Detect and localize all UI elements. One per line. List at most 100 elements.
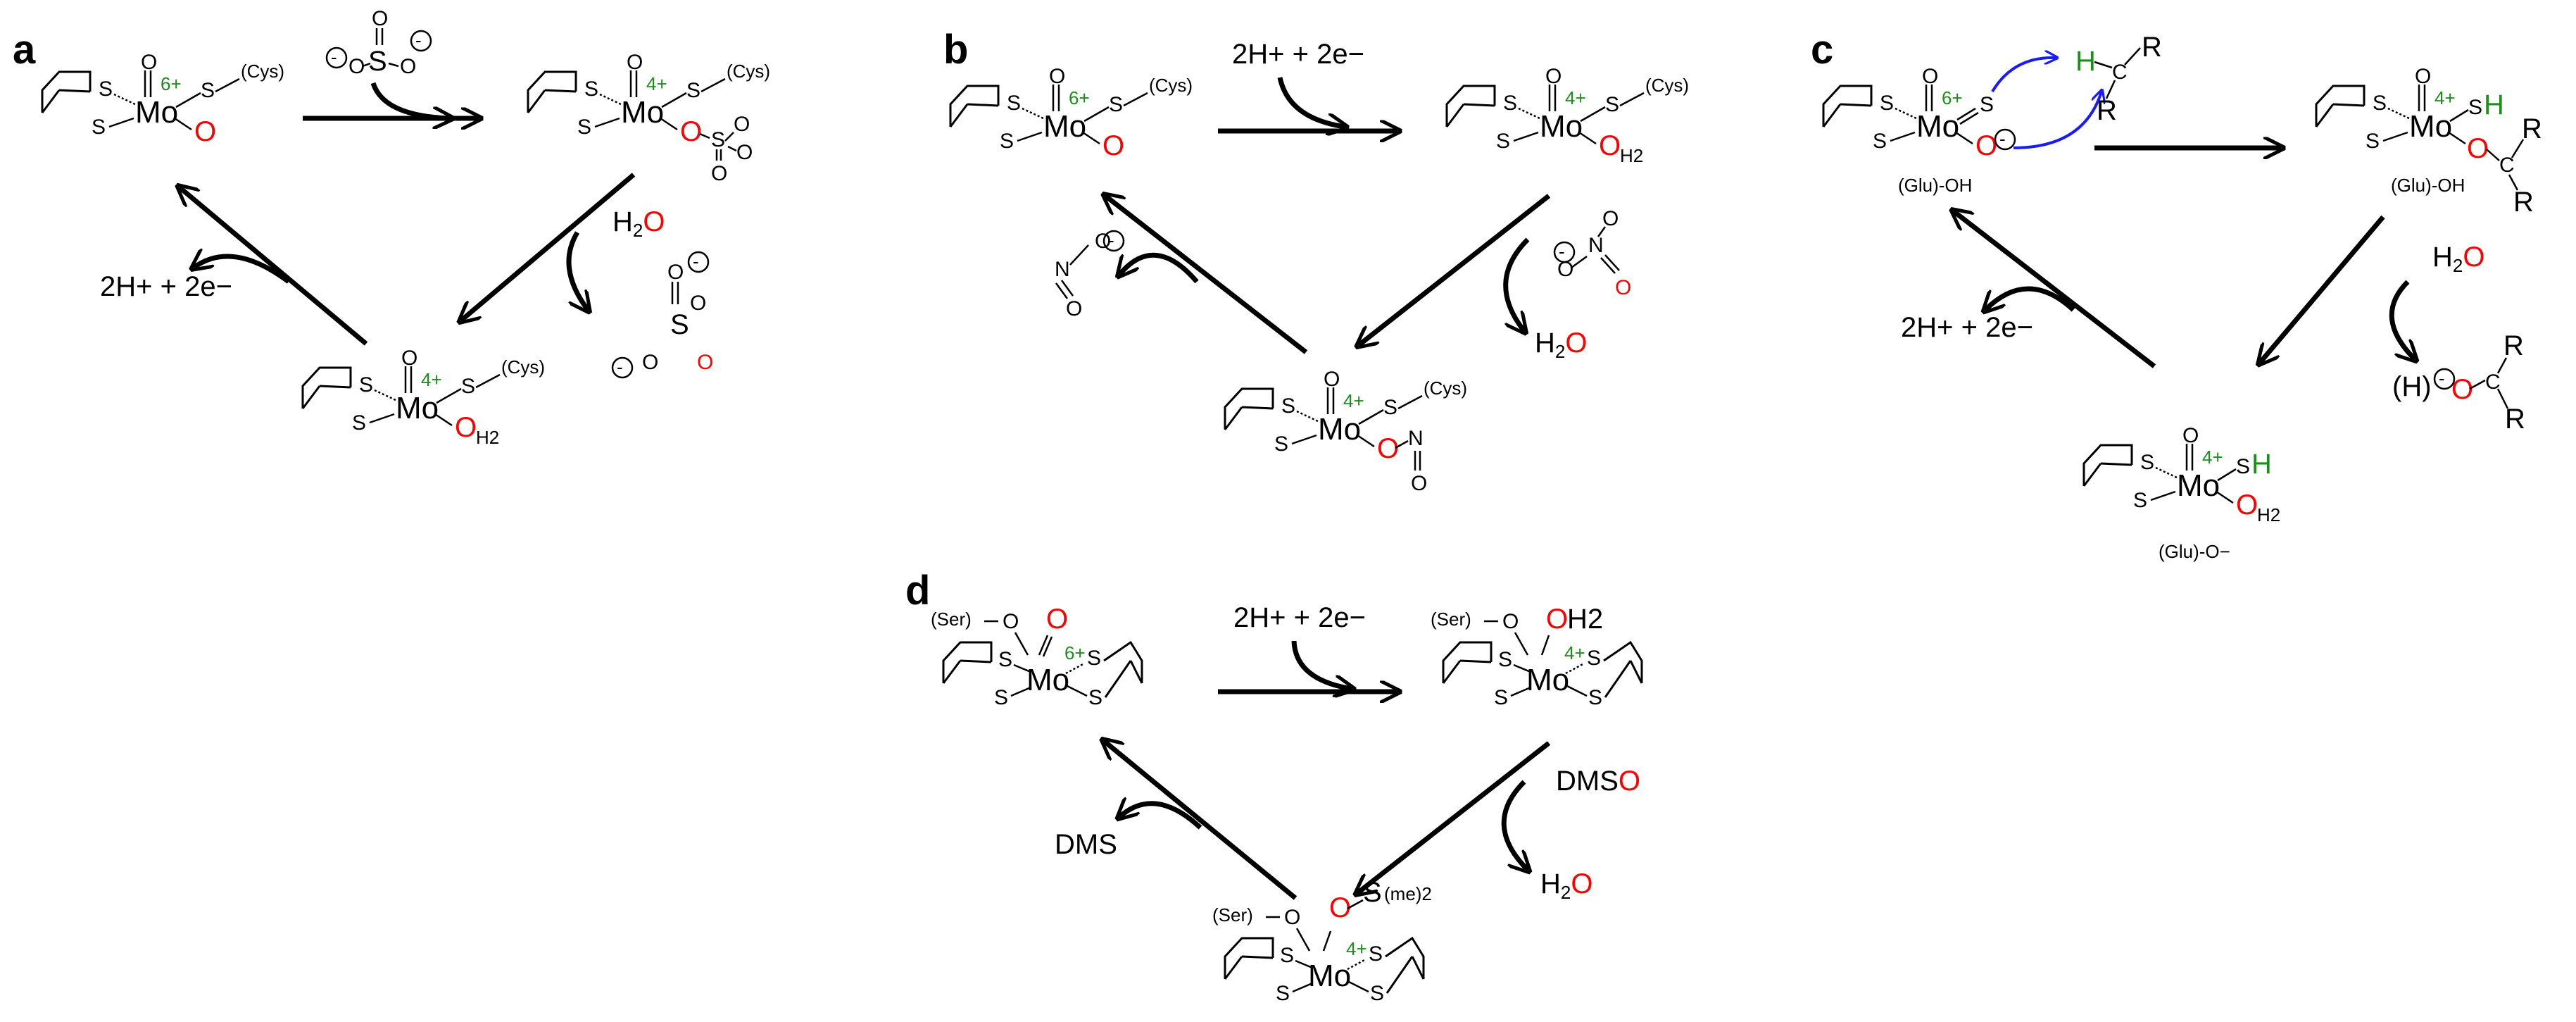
cys-label: (Cys) bbox=[1149, 75, 1193, 96]
cys-sulfur: S bbox=[686, 79, 700, 102]
water-oxygen: O bbox=[1546, 604, 1568, 635]
complex-c1: S S Mo 6+ O S O - (Glu)-OH bbox=[1822, 65, 2016, 196]
panel-a: a S S Mo 6+ O S (Cys) O - O S O bbox=[13, 7, 770, 448]
molybdenum: Mo bbox=[396, 391, 439, 425]
oxidation-state: 4+ bbox=[1564, 642, 1585, 663]
water: H2O bbox=[1535, 328, 1587, 362]
oxygen: O bbox=[2467, 133, 2489, 164]
curved-arrow bbox=[1503, 237, 1530, 331]
sulfur-2: S bbox=[1494, 686, 1508, 709]
sulfate-sulfur: S bbox=[711, 128, 725, 151]
curved-arrow bbox=[566, 231, 588, 310]
oxygen: O bbox=[1975, 130, 1997, 161]
charge: - bbox=[331, 46, 337, 68]
sulfur-1: S bbox=[1498, 648, 1512, 671]
oxo-oxygen: O bbox=[2415, 65, 2431, 88]
sulfur-4: S bbox=[1370, 982, 1384, 1005]
oxidation-state: 4+ bbox=[1565, 87, 1586, 108]
charge: - bbox=[415, 30, 422, 51]
molybdenum: Mo bbox=[2177, 468, 2220, 503]
carbon: C bbox=[2112, 61, 2128, 84]
sulfur-2: S bbox=[1274, 432, 1288, 456]
methyl-groups: (me)2 bbox=[1384, 883, 1432, 904]
oxygen: O bbox=[372, 7, 388, 30]
oxygen: O bbox=[690, 292, 706, 315]
nitrogen: N bbox=[1588, 234, 1604, 257]
sulfate-oxygen: O bbox=[711, 162, 727, 185]
sulfur-1: S bbox=[1007, 92, 1021, 115]
glu-label: (Glu)-O− bbox=[2159, 541, 2230, 562]
molybdenum: Mo bbox=[1026, 663, 1069, 697]
sulfur: S bbox=[670, 309, 689, 340]
reaction-arrow bbox=[180, 187, 368, 346]
curved-arrow bbox=[370, 82, 451, 118]
sulfate-oxygen: O bbox=[736, 141, 753, 164]
sulfur-1: S bbox=[1880, 92, 1894, 115]
oxygen: O bbox=[697, 351, 713, 374]
nitrogen: N bbox=[1055, 258, 1070, 281]
complex-d3: (Ser) O O S (me)2 S S Mo 4+ S S bbox=[1212, 877, 1432, 1005]
reaction-arrow bbox=[1105, 196, 1308, 354]
sulfur-2: S bbox=[352, 411, 366, 435]
hydrogen: H bbox=[2251, 449, 2272, 480]
molybdenum: Mo bbox=[1526, 663, 1569, 697]
oxygen: O bbox=[348, 55, 365, 78]
nitrite: - O N O bbox=[1055, 230, 1125, 320]
sulfur-1: S bbox=[2373, 92, 2387, 115]
oxidation-state: 6+ bbox=[1942, 87, 1963, 108]
protons-electrons: 2H+ + 2e− bbox=[100, 271, 232, 302]
panel-d: d (Ser) O O S S Mo 6+ S S 2H+ + 2e− bbox=[905, 568, 1643, 1005]
curved-arrow bbox=[1277, 77, 1345, 127]
ser-oxygen: O bbox=[1502, 610, 1519, 633]
charge: - bbox=[2439, 368, 2445, 389]
oxo-oxygen: O bbox=[401, 347, 417, 370]
molybdenum: Mo bbox=[1308, 959, 1351, 993]
water-hydrogens: H2 bbox=[2257, 504, 2280, 525]
complex-b3: S S Mo 4+ O S (Cys) O N O bbox=[1224, 368, 1467, 495]
sulfur-1: S bbox=[1280, 944, 1294, 967]
curved-arrow bbox=[1985, 286, 2075, 310]
complex-a2: S S Mo 4+ O S (Cys) O S O O O bbox=[527, 51, 770, 185]
oxidation-state: 4+ bbox=[2434, 87, 2456, 108]
oxo-oxygen: O bbox=[1545, 65, 1562, 88]
curved-arrow bbox=[1501, 780, 1528, 870]
charge: - bbox=[617, 356, 623, 378]
sulfur-2: S bbox=[994, 686, 1008, 709]
panel-c: c S S Mo 6+ O S O - (Glu)-OH H C R bbox=[1811, 27, 2542, 562]
complex-b1: S S Mo 6+ O S (Cys) O bbox=[949, 65, 1193, 161]
glu-label: (Glu)-OH bbox=[1898, 175, 1972, 196]
panel-b: b S S Mo 6+ O S (Cys) O 2H+ + 2e− S S bbox=[943, 27, 1689, 495]
sulfur-2: S bbox=[577, 116, 591, 139]
sulfur-1: S bbox=[584, 77, 598, 101]
sulfur: S bbox=[368, 46, 387, 77]
protons-electrons: 2H+ + 2e− bbox=[1233, 602, 1366, 633]
reaction-arrow bbox=[2260, 215, 2385, 363]
hydrogen: (H) bbox=[2392, 371, 2432, 402]
oxygen: O bbox=[1095, 230, 1111, 253]
molybdenum: Mo bbox=[1043, 109, 1086, 144]
oxo-oxygen: O bbox=[141, 51, 157, 74]
panel-label-d: d bbox=[905, 568, 930, 613]
ser-oxygen: O bbox=[1003, 610, 1019, 633]
oxo-oxygen: O bbox=[2182, 424, 2199, 447]
water-hydrogens: H2 bbox=[1620, 145, 1643, 166]
sulfur-3: S bbox=[1369, 942, 1383, 966]
complex-b2: S S Mo 4+ O S (Cys) O H2 bbox=[1445, 65, 1689, 166]
sulfur-2: S bbox=[1873, 130, 1887, 153]
reaction-arrow bbox=[461, 173, 636, 320]
oxo-oxygen: O bbox=[627, 51, 643, 74]
sulfur-4: S bbox=[1588, 686, 1602, 709]
bound-oxygen: O bbox=[680, 116, 702, 147]
complex-c3: S S Mo 4+ O S H O H2 (Glu)-O− bbox=[2082, 424, 2280, 562]
ser-label: (Ser) bbox=[1431, 609, 1471, 630]
panel-label-b: b bbox=[943, 27, 968, 73]
dms: DMS bbox=[1055, 829, 1117, 860]
sulfur-1: S bbox=[998, 648, 1012, 671]
protons-electrons: 2H+ + 2e− bbox=[1901, 312, 2033, 343]
sulfur-1: S bbox=[1503, 92, 1517, 115]
complex-d2: (Ser) O O H2 S S Mo 4+ S S bbox=[1431, 604, 1643, 709]
sulfate: - O S O O - O bbox=[611, 251, 713, 379]
reaction-arrow bbox=[1359, 194, 1551, 345]
reaction-arrow bbox=[1954, 211, 2156, 368]
labile-oxygen: O bbox=[194, 116, 216, 147]
